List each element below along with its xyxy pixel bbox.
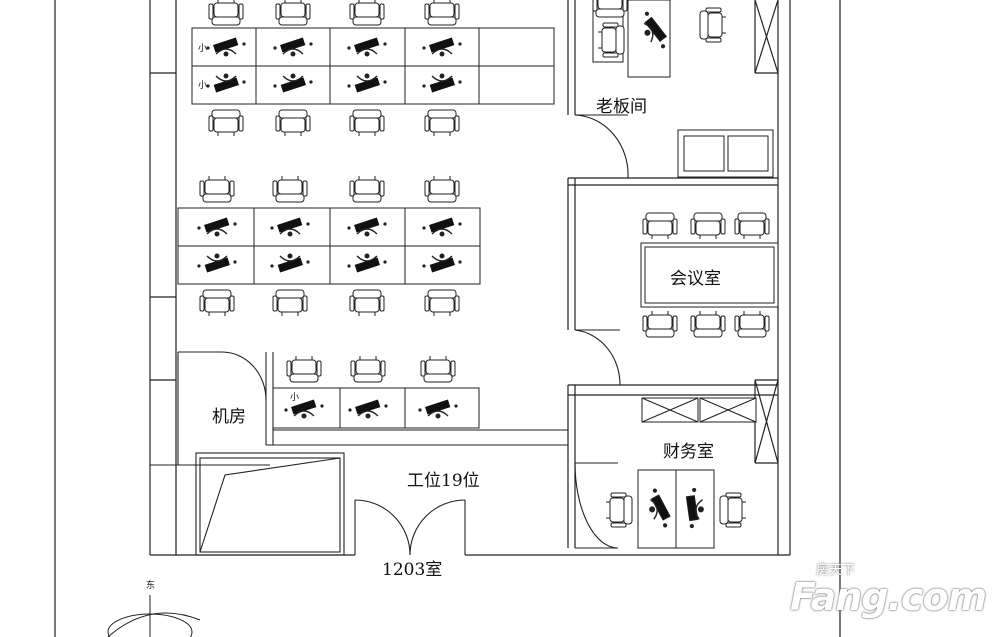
label-room-number: 1203室: [382, 560, 443, 580]
doors: [178, 114, 629, 556]
fang-watermark-logo: 房天下 Fang.com: [790, 559, 987, 619]
desk-sets-top: [205, 36, 463, 94]
chairs-bottom: [286, 355, 456, 383]
server-room-walls: [150, 352, 568, 556]
outer-walls: [54, 0, 841, 637]
label-server-room: 机房: [212, 407, 246, 427]
label-compass-east: 东: [146, 581, 156, 591]
label-workstations: 工位19位: [407, 471, 480, 491]
desk-sets-bottom: [283, 398, 459, 420]
label-boss-office: 老板间: [596, 97, 647, 117]
label-small-b: 小: [198, 81, 208, 91]
boss-room-furniture: [592, 0, 774, 178]
workstation-block-middle: [177, 207, 481, 285]
label-meeting-room: 会议室: [670, 269, 721, 289]
compass-icon: [107, 595, 201, 637]
workstation-block-top: [191, 27, 555, 105]
label-small-a: 小: [198, 44, 208, 54]
chairs-top-row: [208, 0, 460, 137]
workstation-block-bottom: [272, 387, 480, 429]
label-small-c: 小: [290, 393, 300, 403]
watermark-cn: 房天下: [816, 563, 856, 578]
finance-room-furniture: [605, 397, 757, 549]
label-finance-room: 财务室: [663, 442, 714, 462]
meeting-room-furniture: [640, 212, 779, 338]
watermark-brand: Fang.com: [790, 575, 987, 619]
